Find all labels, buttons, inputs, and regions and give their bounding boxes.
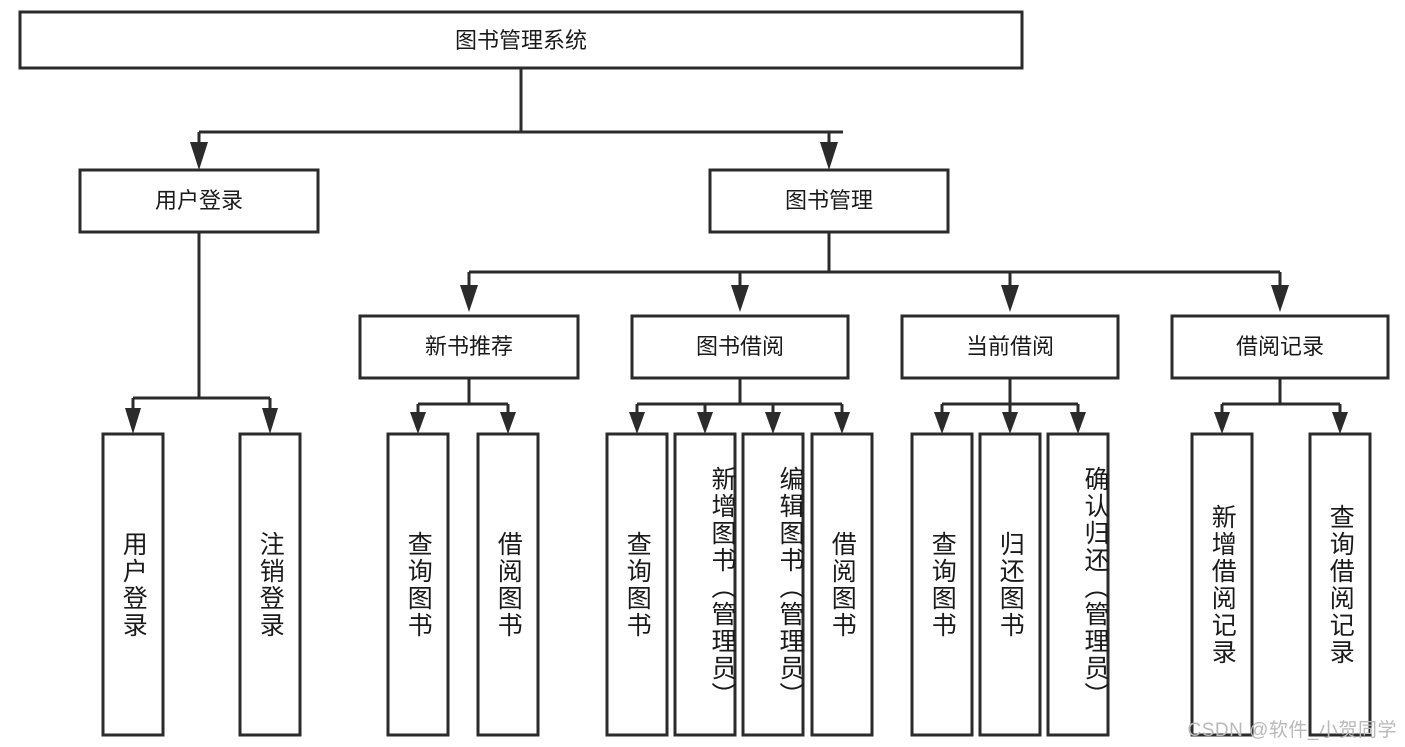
- node-book-borrow-label: 图书借阅: [696, 334, 784, 359]
- connector-currentborrow-to-leaves: [934, 378, 1086, 434]
- leaf-node-current-search-book[interactable]: [910, 432, 974, 737]
- node-book-borrow[interactable]: 图书借阅: [630, 314, 850, 380]
- node-root-system[interactable]: 图书管理系统: [18, 10, 1024, 70]
- node-current-borrow[interactable]: 当前借阅: [900, 314, 1120, 380]
- node-book-manage-label: 图书管理: [785, 188, 873, 213]
- csdn-watermark: CSDN @软件_小贺同学: [1187, 720, 1397, 741]
- leaf-node-recommend-search-book[interactable]: [386, 432, 450, 737]
- leaf-node-borrow-add-book[interactable]: [673, 432, 737, 737]
- connector-recommend-to-leaves: [410, 378, 516, 434]
- leaf-node-recommend-borrow-book[interactable]: [476, 432, 540, 737]
- connector-root-to-level2: [190, 68, 843, 170]
- node-user-login[interactable]: 用户登录: [78, 168, 320, 234]
- node-new-book-recommend-label: 新书推荐: [425, 334, 513, 359]
- connector-userlogin-to-leaves: [125, 232, 278, 434]
- leaf-node-logout[interactable]: [238, 432, 302, 737]
- leaf-node-record-search[interactable]: [1308, 432, 1372, 737]
- connector-bookmanage-to-level3: [460, 232, 1289, 312]
- leaf-node-borrow-search-book[interactable]: [605, 432, 669, 737]
- leaf-node-record-add[interactable]: [1190, 432, 1254, 737]
- leaf-node-current-return-book[interactable]: [978, 432, 1042, 737]
- node-user-login-label: 用户登录: [155, 188, 243, 213]
- connector-borrowrecord-to-leaves: [1214, 378, 1348, 434]
- connector-bookborrow-to-leaves: [629, 378, 850, 434]
- node-root-system-label: 图书管理系统: [455, 28, 587, 53]
- leaf-node-user-login[interactable]: [101, 432, 165, 737]
- node-book-manage[interactable]: 图书管理: [708, 168, 950, 234]
- leaf-node-borrow-edit-book[interactable]: [741, 432, 805, 737]
- node-borrow-record-label: 借阅记录: [1236, 334, 1324, 359]
- node-borrow-record[interactable]: 借阅记录: [1170, 314, 1390, 380]
- node-new-book-recommend[interactable]: 新书推荐: [358, 314, 580, 380]
- node-current-borrow-label: 当前借阅: [966, 334, 1054, 359]
- leaf-node-borrow-borrow-book[interactable]: [810, 432, 874, 737]
- leaf-node-current-confirm-return[interactable]: [1046, 432, 1110, 737]
